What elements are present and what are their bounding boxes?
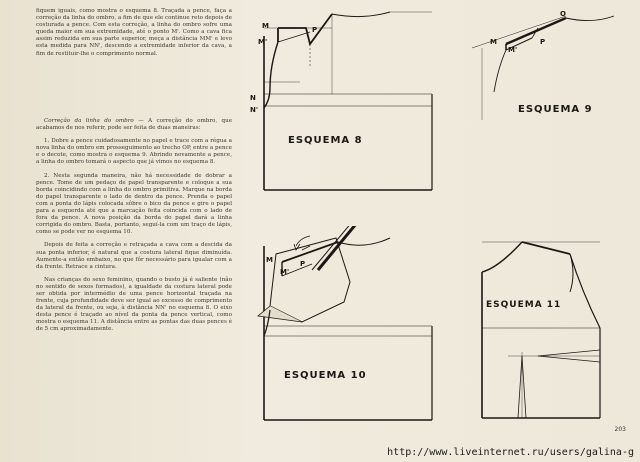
figure-esquema-10: M M' P ESQUEMA 10 xyxy=(240,221,440,426)
pattern-drawing xyxy=(257,221,433,421)
point-label-m: M xyxy=(262,22,269,30)
point-label-n-prime: N' xyxy=(250,106,259,114)
figure-caption: ESQUEMA 11 xyxy=(486,300,562,310)
page-number: 203 xyxy=(614,426,626,433)
point-label-o: O xyxy=(560,10,566,18)
paragraph: Depois de feita a correção e retraçada a… xyxy=(36,242,232,270)
point-label-m: M xyxy=(490,38,497,46)
figure-caption: ESQUEMA 8 xyxy=(288,135,363,146)
point-label-p: P xyxy=(300,260,306,268)
section-heading-rest: — A correção do ombro, que acabamos de n… xyxy=(36,118,233,132)
text-column-main: Correção da linha do ombro — A correção … xyxy=(36,118,232,340)
paragraph: Nas crianças do sexo feminino, quando o … xyxy=(36,276,232,333)
point-label-p: P xyxy=(540,38,546,46)
figure-esquema-9: O M M' P ESQUEMA 9 xyxy=(462,8,622,120)
point-label-m-prime: M' xyxy=(508,46,518,54)
figure-esquema-8: M M' P N N' ESQUEMA 8 xyxy=(240,8,440,196)
paragraph: 1. Dobre a pence cuidadosamente no papel… xyxy=(36,138,232,166)
section-heading-paragraph: Correção da linha do ombro — A correção … xyxy=(36,118,232,132)
point-label-m: M xyxy=(266,256,273,264)
figure-esquema-11: ESQUEMA 11 xyxy=(478,232,618,422)
pattern-drawing xyxy=(263,11,433,191)
pattern-drawing xyxy=(471,15,615,120)
figure-caption: ESQUEMA 10 xyxy=(284,370,367,381)
paragraph: fiquem iguais, como mostra o esquema 8. … xyxy=(36,8,232,57)
section-heading: Correção da linha do ombro xyxy=(44,118,134,124)
figure-caption: ESQUEMA 9 xyxy=(518,104,593,115)
point-label-n: N xyxy=(250,94,256,102)
point-label-m-prime: M' xyxy=(258,38,268,46)
point-label-p: P xyxy=(312,26,318,34)
text-column-top: fiquem iguais, como mostra o esquema 8. … xyxy=(36,8,232,64)
pattern-drawing xyxy=(481,241,601,419)
point-label-m-prime: M' xyxy=(280,268,290,276)
paragraph: 2. Nesta segunda maneira, não há necessi… xyxy=(36,172,232,236)
watermark-url: http://www.liveinternet.ru/users/galina-… xyxy=(387,447,634,458)
